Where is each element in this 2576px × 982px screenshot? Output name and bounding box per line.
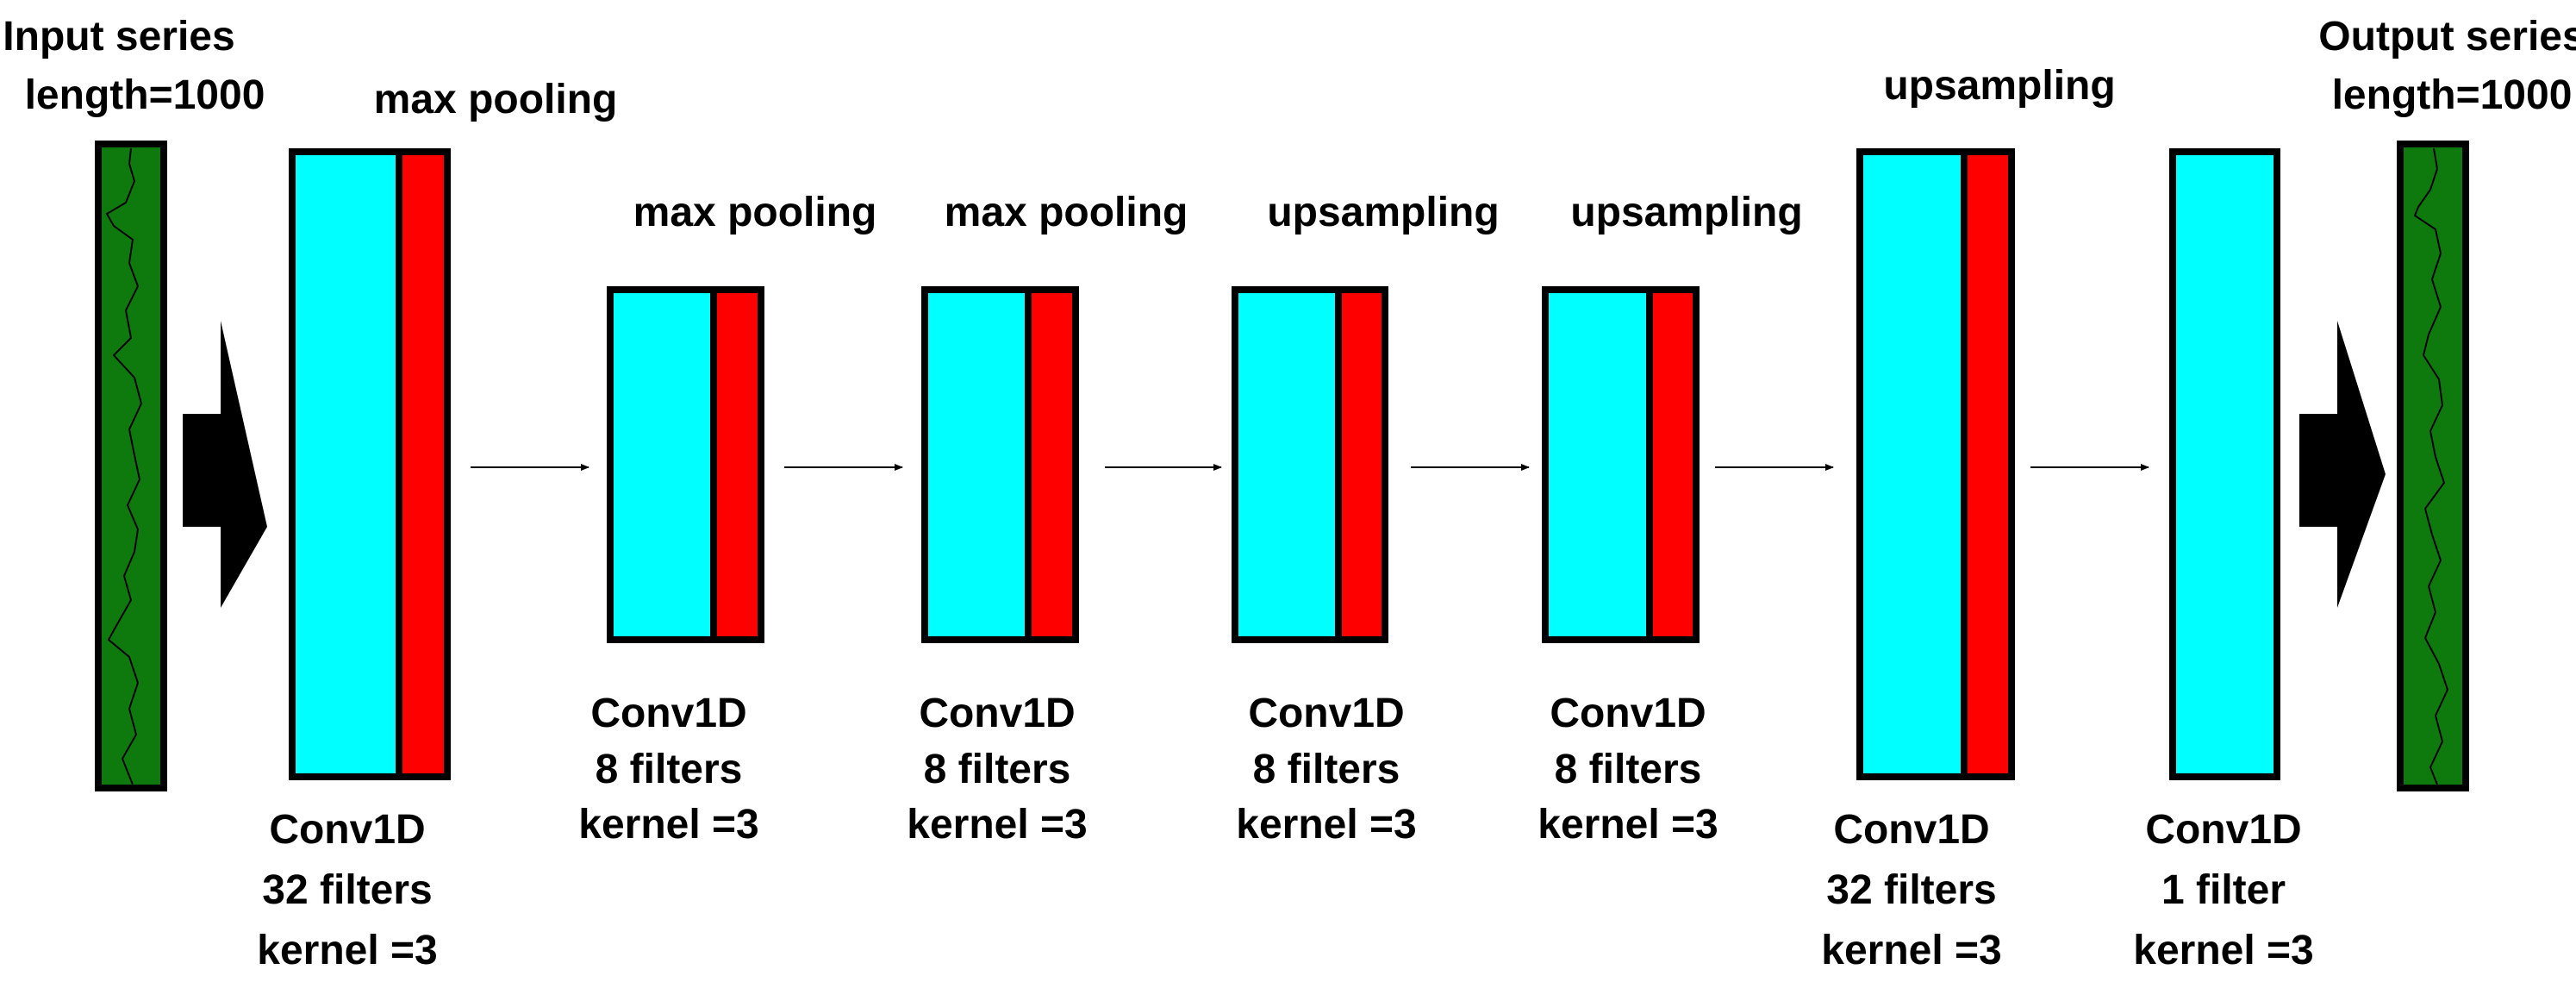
layer7-conv-block xyxy=(2169,148,2280,780)
layer3-conv-label: Conv1D xyxy=(919,691,1075,736)
layer3-conv-block xyxy=(921,286,1032,643)
layer4-op-label: upsampling xyxy=(1267,190,1499,235)
layer7-filters-label: 1 filter xyxy=(2161,867,2286,913)
layer5-upsample-block xyxy=(1646,286,1700,643)
layer2-conv-block xyxy=(607,286,717,643)
output-title-line2: length=1000 xyxy=(2332,72,2573,118)
input-title-line2: length=1000 xyxy=(25,72,265,118)
layer4-kernel-label: kernel =3 xyxy=(1236,802,1416,848)
layer3-pool-block xyxy=(1025,286,1079,643)
layer5-conv-block xyxy=(1542,286,1653,643)
layer1-filters-label: 32 filters xyxy=(262,867,432,913)
output-series-bar xyxy=(2397,141,2469,791)
output-title-line1: Output series xyxy=(2318,14,2576,59)
layer1-kernel-label: kernel =3 xyxy=(257,928,437,973)
output-series-signal xyxy=(2413,147,2449,785)
layer6-upsample-block xyxy=(1961,148,2015,780)
layer3-kernel-label: kernel =3 xyxy=(907,802,1087,848)
input-series-signal xyxy=(105,147,143,785)
layer6-conv-label: Conv1D xyxy=(1833,807,1989,853)
layer2-pool-block xyxy=(710,286,764,643)
layer7-kernel-label: kernel =3 xyxy=(2133,928,2313,973)
layer4-conv-block xyxy=(1232,286,1342,643)
layer5-conv-label: Conv1D xyxy=(1550,691,1706,736)
layer1-pool-block xyxy=(396,148,451,780)
layer2-op-label: max pooling xyxy=(633,190,877,235)
layer3-op-label: max pooling xyxy=(945,190,1188,235)
layer1-op-label: max pooling xyxy=(374,77,618,122)
layer3-filters-label: 8 filters xyxy=(924,747,1071,792)
input-series-bar xyxy=(95,141,167,791)
layer6-filters-label: 32 filters xyxy=(1826,867,1996,913)
layer2-filters-label: 8 filters xyxy=(596,747,743,792)
layer7-conv-label: Conv1D xyxy=(2145,807,2301,853)
layer6-conv-block xyxy=(1856,148,1968,780)
layer2-kernel-label: kernel =3 xyxy=(578,802,758,848)
layer6-kernel-label: kernel =3 xyxy=(1821,928,2001,973)
layer5-kernel-label: kernel =3 xyxy=(1537,802,1718,848)
input-arrow xyxy=(183,321,267,608)
layer1-conv-label: Conv1D xyxy=(269,807,425,853)
layer6-op-label: upsampling xyxy=(1883,63,2115,109)
output-arrow xyxy=(2299,321,2386,608)
layer2-conv-label: Conv1D xyxy=(590,691,746,736)
layer5-op-label: upsampling xyxy=(1570,190,1802,235)
layer4-filters-label: 8 filters xyxy=(1253,747,1400,792)
layer4-conv-label: Conv1D xyxy=(1248,691,1404,736)
layer4-upsample-block xyxy=(1335,286,1388,643)
input-title-line1: Input series xyxy=(3,14,234,59)
layer1-conv-block xyxy=(289,148,402,780)
layer5-filters-label: 8 filters xyxy=(1555,747,1702,792)
